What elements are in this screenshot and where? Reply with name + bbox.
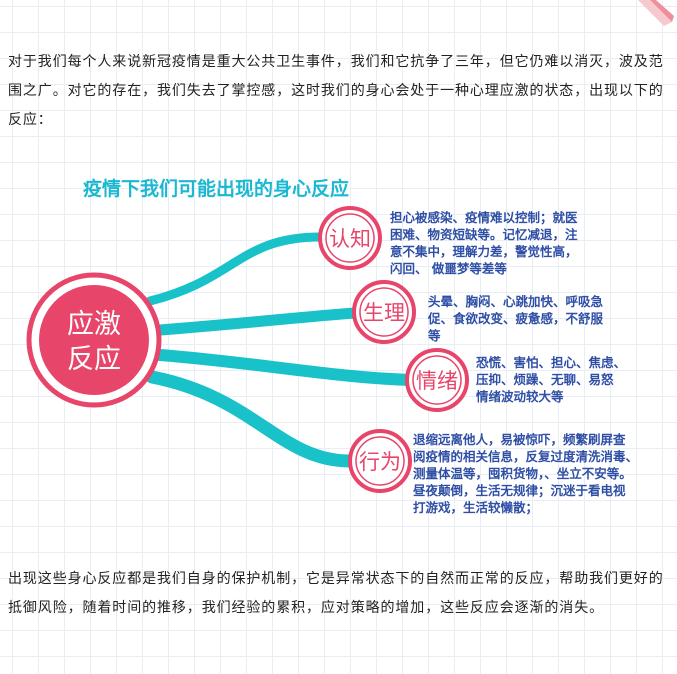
detail-emotion-line: 情绪波动较大等: [476, 389, 564, 404]
node-behavior: 行为: [348, 429, 412, 493]
intro-paragraph: 对于我们每个人来说新冠疫情是重大公共卫生事件，我们和它抗争了三年，但它仍难以消灭…: [8, 54, 664, 128]
node-label-behavior: 行为: [359, 450, 401, 474]
branch-connector-physiology: [154, 307, 361, 336]
detail-behavior-line: 打游戏，生活较懒散；: [413, 500, 538, 515]
corner-decoration: [638, 0, 674, 26]
detail-cognition-line: 意不集中，理解力差，警觉性高，: [390, 244, 578, 259]
node-cognition: 认知: [318, 206, 382, 270]
closing-paragraph: 出现这些身心反应都是我们自身的保护机制，它是异常状态下的自然而正常的反应，帮助我…: [8, 571, 664, 616]
detail-behavior-line: 阅疫情的相关信息，反复过度清洗消毒、: [413, 449, 638, 464]
center-label-line1: 应激: [67, 309, 121, 340]
diagram-title: 疫情下我们可能出现的身心反应: [83, 177, 349, 200]
detail-emotion-line: 压抑、烦躁、无聊、易怒: [476, 372, 614, 387]
branch-connector-cognition: [145, 232, 325, 306]
detail-emotion-line: 恐慌、害怕、担心、焦虑、: [476, 355, 626, 370]
center-node: 应激 反应: [26, 272, 162, 408]
detail-physiology-line: 促、食欲改变、疲惫感，不舒服: [427, 311, 604, 326]
node-physiology: 生理: [352, 280, 416, 344]
detail-cognition-line: 闪回、 做噩梦等差等: [390, 261, 507, 276]
detail-cognition-line: 担心被感染、疫情难以控制；就医: [390, 210, 578, 225]
detail-physiology-line: 头晕、胸闷、心跳加快、呼吸急: [428, 294, 604, 309]
detail-behavior-line: 退缩远离他人，易被惊吓，频繁刷屏查: [413, 432, 626, 447]
node-label-physiology: 生理: [363, 301, 405, 325]
node-label-emotion: 情绪: [416, 369, 458, 393]
center-label-line2: 反应: [67, 344, 121, 375]
detail-behavior-line: 昼夜颠倒，生活无规律；沉迷于看电视: [412, 483, 626, 498]
detail-physiology-line: 等: [427, 328, 441, 343]
node-label-cognition: 认知: [329, 227, 371, 251]
stress-reaction-mindmap: 疫情下我们可能出现的身心反应 应激 反应 认知 担心被感染、疫情难以控制；就医 …: [26, 177, 638, 515]
detail-behavior-line: 测量体温等，囤积货物，、坐立不安等。: [413, 466, 632, 481]
branch-connector-emotion: [154, 349, 416, 386]
node-emotion: 情绪: [405, 348, 469, 412]
detail-cognition-line: 困难、物资短缺等。记忆减退，注: [390, 227, 578, 242]
branch-connector-behavior: [145, 370, 357, 468]
